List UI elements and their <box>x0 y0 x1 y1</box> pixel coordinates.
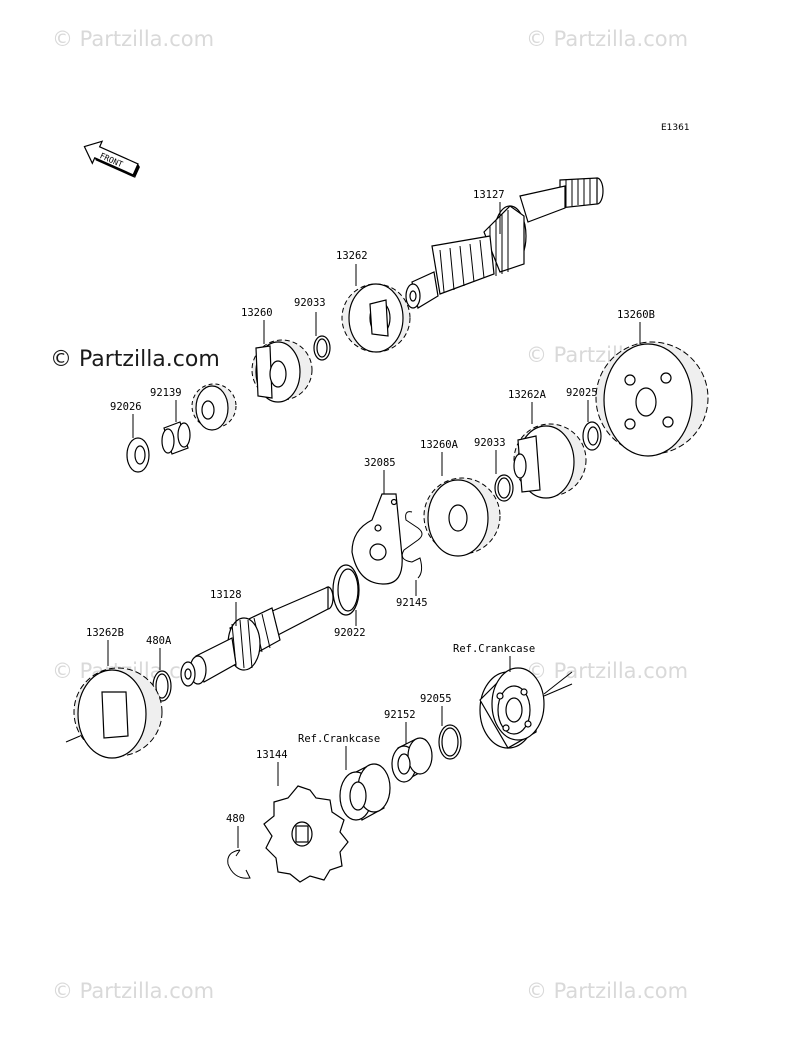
part-92033-circlip-lower[interactable] <box>494 474 514 502</box>
watermark-bottom-left: © Partzilla.com <box>52 979 214 1003</box>
part-13144-sprocket[interactable] <box>263 785 349 883</box>
part-13262b-gear[interactable] <box>73 667 163 759</box>
part-92145-spring[interactable] <box>401 511 423 579</box>
label-92033-lower: 92033 <box>474 437 506 449</box>
watermark-layer: © Partzilla.com © Partzilla.com © Partzi… <box>52 27 688 1003</box>
part-13128-drive-shaft[interactable] <box>180 586 334 687</box>
label-92026: 92026 <box>110 401 142 413</box>
part-13260-gear[interactable] <box>251 339 313 403</box>
label-13144: 13144 <box>256 749 288 761</box>
part-92055-oring[interactable] <box>438 724 462 760</box>
part-32085-plate[interactable] <box>351 493 403 585</box>
axis-line-right-a <box>543 671 573 695</box>
label-92055: 92055 <box>420 693 452 705</box>
label-92139: 92139 <box>150 387 182 399</box>
part-oil-seal[interactable] <box>339 763 391 821</box>
label-92033-upper: 92033 <box>294 297 326 309</box>
part-13260a-gear[interactable] <box>423 477 501 557</box>
axis-line-left <box>65 735 81 743</box>
part-92033-circlip[interactable] <box>313 335 331 361</box>
label-ref-crankcase-top: Ref.Crankcase <box>453 643 535 655</box>
label-92152: 92152 <box>384 709 416 721</box>
diagram-code: E1361 <box>661 123 690 133</box>
watermark-mid-left: © Partzilla.com <box>50 347 220 372</box>
part-92022-ring[interactable] <box>332 564 360 616</box>
label-13260: 13260 <box>241 307 273 319</box>
front-arrow-icon: FRONT <box>83 140 140 178</box>
label-ref-crankcase-mid: Ref.Crankcase <box>298 733 380 745</box>
label-92145: 92145 <box>396 597 428 609</box>
label-32085: 32085 <box>364 457 396 469</box>
part-92152-collar[interactable] <box>391 737 433 783</box>
label-13260b: 13260B <box>617 309 655 321</box>
part-13127-main-shaft[interactable] <box>405 177 604 309</box>
label-13127: 13127 <box>473 189 505 201</box>
axis-line-right-b <box>543 683 573 697</box>
part-92025-washer[interactable] <box>582 421 602 451</box>
label-480a: 480A <box>146 635 172 647</box>
part-output-bearing[interactable] <box>479 667 545 749</box>
watermark-top-right: © Partzilla.com <box>526 27 688 51</box>
part-13262a-gear[interactable] <box>513 423 587 499</box>
part-92139-bushing[interactable] <box>161 421 191 455</box>
part-13260b-gear[interactable] <box>595 341 709 457</box>
part-small-gear[interactable] <box>191 383 237 431</box>
watermark-lower-right: © Partzilla.com <box>526 659 688 683</box>
part-13262-gear[interactable] <box>341 283 411 353</box>
label-92025: 92025 <box>566 387 598 399</box>
label-13260a: 13260A <box>420 439 459 451</box>
label-13262a: 13262A <box>508 389 547 401</box>
label-480: 480 <box>226 813 245 825</box>
watermark-top-left: © Partzilla.com <box>52 27 214 51</box>
part-480-circlip[interactable] <box>227 849 251 879</box>
part-92026-washer[interactable] <box>126 437 150 473</box>
label-13128: 13128 <box>210 589 242 601</box>
label-13262: 13262 <box>336 250 368 262</box>
label-13262b: 13262B <box>86 627 124 639</box>
watermark-bottom-right: © Partzilla.com <box>526 979 688 1003</box>
label-92022: 92022 <box>334 627 366 639</box>
